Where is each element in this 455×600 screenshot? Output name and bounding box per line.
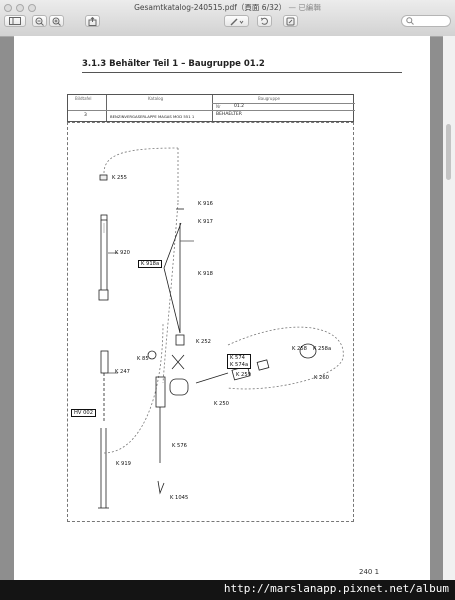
part-label: K 259 — [236, 372, 251, 378]
part-label: K 917 — [198, 219, 213, 225]
part-label-boxed: HV 002 — [71, 409, 96, 417]
part-label: K 258 — [292, 346, 307, 352]
table-divider — [68, 110, 355, 111]
part-label: K 916 — [198, 201, 213, 207]
group-name-value: BEHAELTER — [216, 112, 242, 117]
sidebar-icon — [9, 17, 21, 25]
window-titlebar: Gesamtkatalog-240515.pdf（頁面 6/32） — 已編輯 — [0, 0, 455, 37]
page-no-value: 3 — [84, 113, 87, 118]
heading-rule — [82, 72, 402, 73]
minimize-window-button[interactable] — [16, 4, 24, 12]
close-window-button[interactable] — [4, 4, 12, 12]
pdf-page: 3.1.3 Behälter Teil 1 – Baugruppe 01.2 B… — [14, 36, 430, 580]
table-divider — [212, 95, 213, 121]
markup-toolbox-button[interactable] — [283, 15, 298, 27]
zoom-out-button[interactable] — [32, 15, 47, 27]
part-label: K 247 — [115, 369, 130, 375]
page-number: 240 1 — [359, 568, 380, 576]
part-label: K 85 — [137, 356, 149, 362]
zoom-in-icon — [52, 17, 61, 26]
section-heading: 3.1.3 Behälter Teil 1 – Baugruppe 01.2 — [82, 59, 265, 69]
col-caption-bildtafel: Bildtafel — [75, 96, 92, 101]
parts-diagram — [98, 147, 344, 509]
watermark-url: http://marslanapp.pixnet.net/album — [223, 582, 449, 595]
window-title: Gesamtkatalog-240515.pdf（頁面 6/32） — 已編輯 — [134, 3, 321, 12]
scrollbar-thumb[interactable] — [446, 124, 451, 180]
zoom-in-button[interactable] — [49, 15, 64, 27]
part-label: K 252 — [196, 339, 211, 345]
part-label: K 258a — [313, 346, 332, 352]
part-label: K 1045 — [170, 495, 189, 501]
annotate-button[interactable] — [224, 15, 249, 27]
table-divider — [106, 95, 107, 121]
col-caption-baugruppe: Baugruppe — [258, 96, 280, 101]
zoom-window-button[interactable] — [28, 4, 36, 12]
part-label-boxed: K 918a — [138, 260, 163, 268]
part-label: K 918 — [198, 271, 213, 277]
col-caption-nr: Nr — [216, 104, 221, 109]
sidebar-toggle-button[interactable] — [4, 15, 26, 27]
vertical-scrollbar[interactable] — [443, 36, 455, 580]
part-label: K 920 — [115, 250, 130, 256]
rotate-icon — [260, 17, 268, 25]
watermark-bar: http://marslanapp.pixnet.net/album — [0, 580, 455, 600]
catalog-header-table: Bildtafel Katalog Baugruppe Nr 3 BENZINV… — [67, 94, 355, 122]
rotate-button[interactable] — [257, 15, 272, 27]
part-label: K 250 — [214, 401, 229, 407]
part-label: K 576 — [172, 443, 187, 449]
search-icon — [406, 17, 414, 25]
share-button[interactable] — [85, 15, 100, 27]
search-field[interactable] — [401, 15, 451, 27]
part-label: K 260 — [314, 375, 329, 381]
zoom-out-icon — [35, 17, 44, 26]
part-label: K 255 — [112, 175, 127, 181]
share-icon — [88, 17, 97, 26]
exploded-parts-drawing: K 255 K 916 K 917 K 920 K 918a K 918 K 2… — [67, 122, 354, 522]
group-no-value: 01.2 — [234, 104, 245, 109]
part-label-boxed: K 574 K 574a — [227, 354, 252, 369]
col-caption-katalog: Katalog — [148, 96, 164, 101]
table-divider — [212, 103, 355, 104]
part-label: K 919 — [116, 461, 131, 467]
pen-icon — [230, 18, 243, 26]
catalog-value: BENZINVERGASERLAPPE MAGAS MOD 551 1 — [110, 114, 195, 119]
markup-toolbox-icon — [286, 17, 295, 26]
